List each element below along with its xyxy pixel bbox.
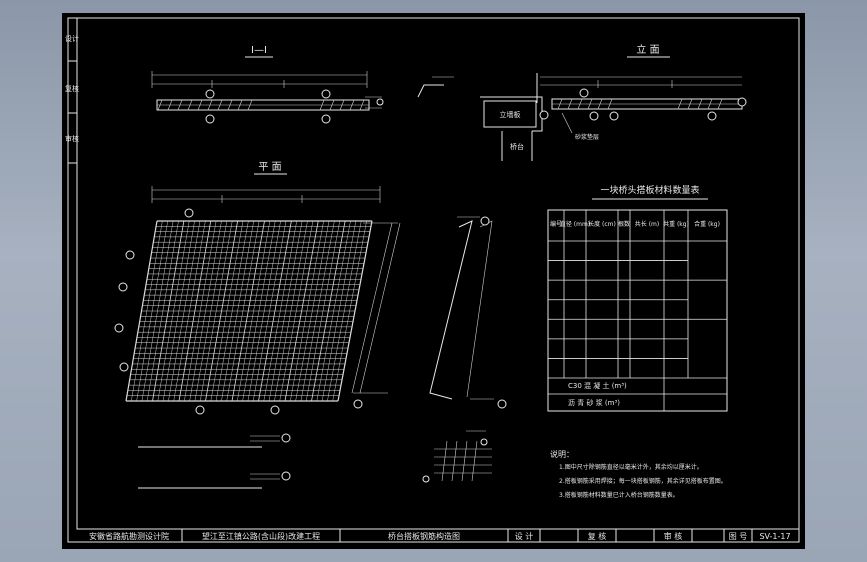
table-footer-mortar-label: 沥 青 砂 浆 (m³) [568,398,620,407]
number-label: 图 号 [729,532,748,541]
material-table: 一块桥头搭板材料数量表 编号 直径 (mm) 长度 (cm) 根数 共长 (m)… [547,184,728,412]
table-footer-concrete-label: C30 混 凝 土 (m³) [568,381,627,390]
notes-title: 说明： [550,449,574,459]
note-1: 1.图中尺寸除钢筋直径以毫米计外，其余均以厘米计。 [559,463,703,471]
rebar-mesh [125,220,373,402]
elevation-view: 立 面 立墙板 桥台 砂浆垫层 [480,43,747,161]
title-block: 安徽省路航勘测设计院 望江至江镇公路(含山段)改建工程 桥台搭板钢筋构造图 设 … [77,528,799,542]
drawing-number: SV-1-17 [759,532,790,541]
table-header-6: 合重 (kg) [694,220,720,228]
table-header-1: 直径 (mm) [560,220,590,228]
mesh-detail [422,430,492,483]
table-header-3: 根数 [618,220,630,228]
side-label-approve: 审核 [65,134,79,143]
elevation-note-mortar: 砂浆垫层 [575,133,599,141]
elevation-note-wall: 立墙板 [500,110,521,119]
approve-label: 审 核 [664,531,683,541]
table-title: 一块桥头搭板材料数量表 [600,184,699,196]
section-title: Ⅰ—Ⅰ [251,45,267,56]
bar-details [138,433,291,489]
plan-title: 平 面 [258,162,281,173]
table-header-0: 编号 [550,220,562,228]
elevation-title: 立 面 [636,43,659,56]
design-label: 设 计 [515,531,534,541]
note-2: 2.搭板钢筋采用焊接；每一块搭板钢筋，其余详见搭板布置图。 [559,477,727,485]
table-header-5: 共重 (kg) [663,220,689,228]
table-header-4: 共长 (m) [635,220,659,228]
cad-drawing: 设计 复核 审核 Ⅰ—Ⅰ 立 面 [65,17,800,543]
drawing-sheet: 设计 复核 审核 Ⅰ—Ⅰ 立 面 [62,13,805,549]
note-3: 3.搭板钢筋材料数量已计入桥台钢筋数量表。 [559,491,679,499]
company-name: 安徽省路航勘测设计院 [89,531,169,541]
plan-view: 平 面 [114,162,401,415]
notes: 说明： 1.图中尺寸除钢筋直径以毫米计外，其余均以厘米计。 2.搭板钢筋采用焊接… [550,449,727,499]
side-label-review: 复核 [65,84,79,93]
section-view: Ⅰ—Ⅰ [151,45,384,124]
elevation-note-abutment: 桥台 [510,142,524,151]
review-label: 复 核 [588,531,607,541]
project-name: 望江至江镇公路(含山段)改建工程 [202,531,320,541]
table-header-2: 长度 (cm) [588,220,616,228]
side-label-design: 设计 [65,34,79,43]
drawing-name: 桥台搭板钢筋构造图 [388,531,460,541]
